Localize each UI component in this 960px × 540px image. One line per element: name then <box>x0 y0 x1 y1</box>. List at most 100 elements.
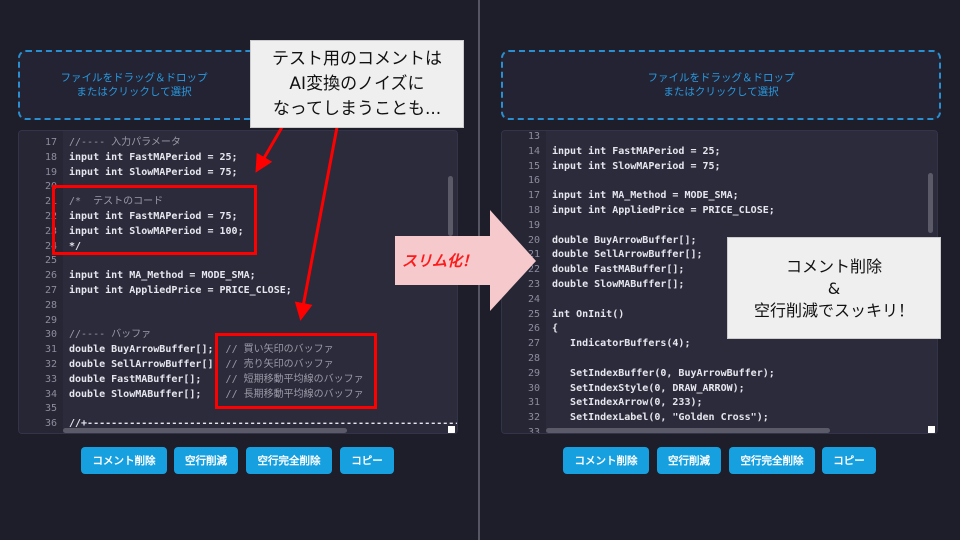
code-comment: // 長期移動平均線のバッファ <box>225 388 364 400</box>
code-statement: SetIndexBuffer(0, BuyArrowBuffer); <box>552 367 775 379</box>
line-number: 22 <box>527 264 540 276</box>
code-statement: input int SlowMAPeriod = 75; <box>552 160 721 172</box>
callout-line: テスト用のコメントは <box>272 49 442 69</box>
vertical-scrollbar[interactable] <box>928 173 933 233</box>
resize-handle[interactable] <box>448 426 455 433</box>
code-line: 30 SetIndexStyle(0, DRAW_ARROW); <box>502 382 937 397</box>
line-number: 19 <box>527 219 540 231</box>
code-comment: // 買い矢印のバッファ <box>225 344 334 356</box>
big-right-arrow-icon <box>395 210 536 311</box>
highlight-test-code-box <box>52 185 257 255</box>
dropzone-line2: またはクリックして選択 <box>663 86 779 98</box>
vertical-scrollbar[interactable] <box>448 176 453 236</box>
code-text: input int FastMAPeriod = 25; <box>552 145 721 160</box>
callout-line: 空行削減でスッキリ！ <box>753 301 914 320</box>
line-number: 30 <box>527 382 540 394</box>
code-text: double SlowMABuffer[]; // 長期移動平均線のバッファ <box>69 388 364 403</box>
resize-handle[interactable] <box>928 426 935 433</box>
remove-comments-button[interactable]: コメント削除 <box>563 447 649 474</box>
callout-line: AI変換のノイズに <box>289 74 425 94</box>
code-statement: IndicatorBuffers(4); <box>552 338 691 350</box>
line-number-gutter <box>19 131 63 433</box>
file-dropzone[interactable]: ファイルをドラッグ＆ドロップ またはクリックして選択 <box>501 50 941 120</box>
line-number: 24 <box>527 293 540 305</box>
code-statement: */ <box>69 240 82 252</box>
line-number: 28 <box>44 299 57 311</box>
left-callout: テスト用のコメントは AI変換のノイズに なってしまうことも... <box>250 40 464 128</box>
copy-button[interactable]: コピー <box>340 447 394 474</box>
code-line: 20 <box>19 180 457 195</box>
code-text: //---- バッファ <box>69 328 151 343</box>
line-number: 34 <box>44 388 57 400</box>
remove-all-blank-lines-button[interactable]: 空行完全削除 <box>246 447 332 474</box>
reduce-blank-lines-button[interactable]: 空行削減 <box>174 447 238 474</box>
code-text: SetIndexStyle(0, DRAW_ARROW); <box>552 382 745 397</box>
code-statement: double BuyArrowBuffer[]; <box>552 234 697 246</box>
slim-label: スリム化！ <box>402 252 478 270</box>
code-text: double BuyArrowBuffer[]; // 買い矢印のバッファ <box>69 343 334 358</box>
code-line: 34 double SlowMABuffer[]; // 長期移動平均線のバッファ <box>19 388 457 403</box>
line-number: 14 <box>527 145 540 157</box>
highlight-comments-box <box>215 333 377 409</box>
line-number: 26 <box>527 323 540 335</box>
line-number: 24 <box>44 240 57 252</box>
code-statement: double FastMABuffer[]; <box>69 373 226 385</box>
code-comment: //---- バッファ <box>69 329 152 341</box>
dropzone-line2: またはクリックして選択 <box>76 86 192 98</box>
code-comment: // 短期移動平均線のバッファ <box>225 373 364 385</box>
code-text: double SellArrowBuffer[]; // 売り矢印のバッファ <box>69 358 334 373</box>
code-line: 30//---- バッファ <box>19 328 457 343</box>
code-statement: //+-------------------------------------… <box>69 418 458 430</box>
code-line: 17 input int MA_Method = MODE_SMA; <box>502 189 937 204</box>
code-line: 17//---- 入力パラメータ <box>19 136 457 151</box>
code-statement: SetIndexStyle(0, DRAW_ARROW); <box>552 382 745 394</box>
code-statement: input int SlowMAPeriod = 75; <box>69 166 238 178</box>
line-number: 26 <box>44 270 57 282</box>
code-statement: double SellArrowBuffer[]; <box>69 358 226 370</box>
code-text: input int MA_Method = MODE_SMA; <box>552 189 739 204</box>
horizontal-scrollbar[interactable] <box>546 428 830 433</box>
line-number: 17 <box>44 137 57 148</box>
remove-all-blank-lines-button[interactable]: 空行完全削除 <box>729 447 815 474</box>
code-line: 14 input int FastMAPeriod = 25; <box>502 145 937 160</box>
line-number: 35 <box>44 403 57 415</box>
copy-button[interactable]: コピー <box>822 447 876 474</box>
line-number: 16 <box>527 175 540 187</box>
dropzone-line1: ファイルをドラッグ＆ドロップ <box>60 72 208 84</box>
line-number: 23 <box>44 225 57 237</box>
line-number: 31 <box>527 397 540 409</box>
line-number: 17 <box>527 190 540 202</box>
code-statement: double SlowMABuffer[]; <box>69 388 226 400</box>
remove-comments-button[interactable]: コメント削除 <box>81 447 167 474</box>
reduce-blank-lines-button[interactable]: 空行削減 <box>657 447 721 474</box>
callout-line: コメント削除 <box>785 257 882 276</box>
code-text: /* テストのコード <box>69 195 163 210</box>
code-line: 19 <box>502 219 937 234</box>
code-statement: input int FastMAPeriod = 75; <box>69 210 238 222</box>
code-line: 32 SetIndexLabel(0, "Golden Cross"); <box>502 411 937 426</box>
line-number: 28 <box>527 352 540 364</box>
code-line: 26{ <box>502 322 937 337</box>
code-line: 25 <box>19 254 457 269</box>
code-comment: // 売り矢印のバッファ <box>225 358 334 370</box>
code-text: SetIndexBuffer(0, BuyArrowBuffer); <box>552 367 775 382</box>
horizontal-scrollbar[interactable] <box>63 428 347 433</box>
line-number: 33 <box>527 426 540 434</box>
code-line: 28 <box>502 352 937 367</box>
dropzone-line1: ファイルをドラッグ＆ドロップ <box>647 72 795 84</box>
code-text: double SlowMABuffer[]; <box>552 278 684 293</box>
code-text: double SellArrowBuffer[]; <box>552 248 703 263</box>
line-number: 22 <box>44 210 57 222</box>
line-number: 20 <box>527 234 540 246</box>
line-number: 20 <box>44 181 57 193</box>
